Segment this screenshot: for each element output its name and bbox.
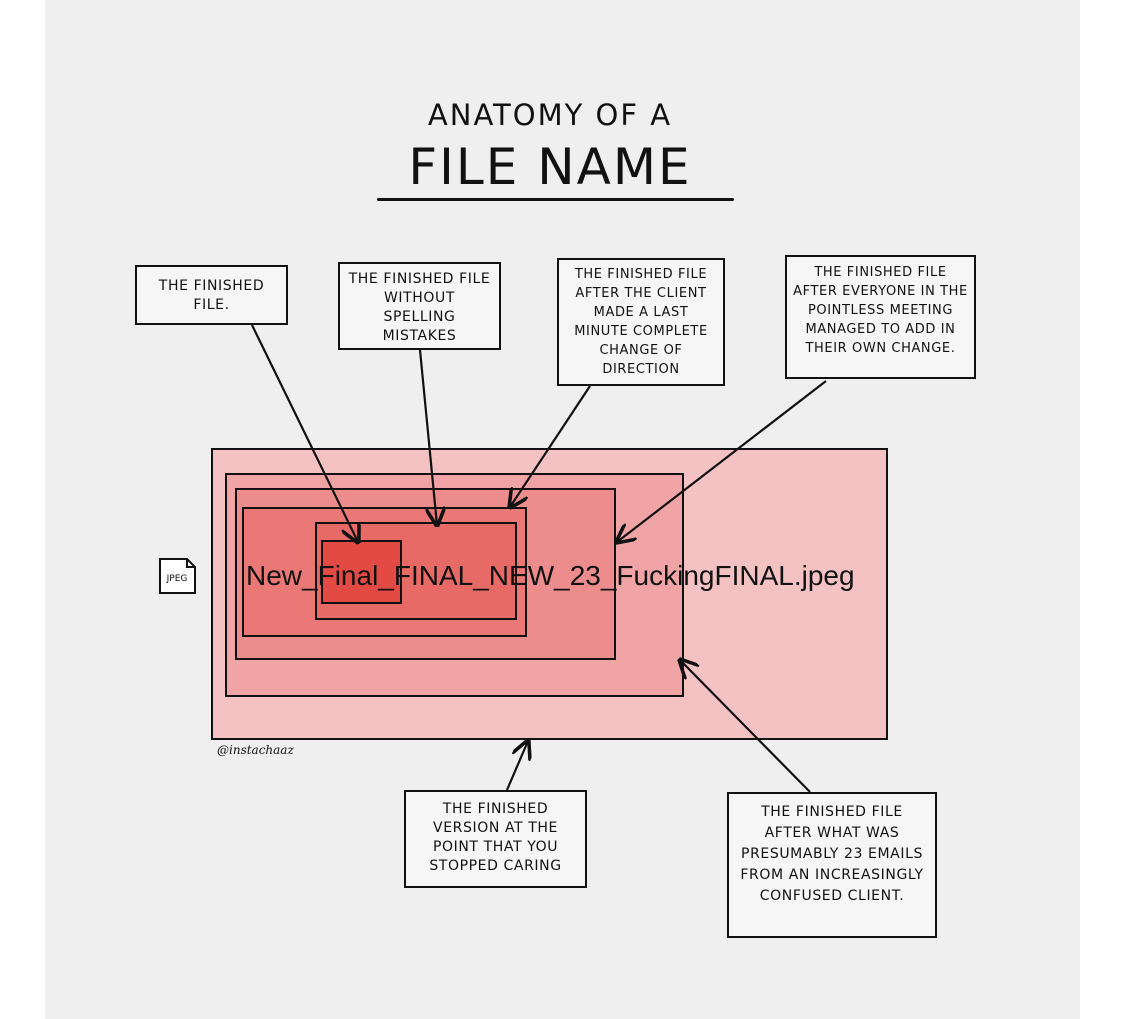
callout-finished-file: The finished file. [135,265,288,325]
arrow-no-spelling [418,349,437,525]
fn-part-fucking-final: FuckingFINAL [616,560,794,591]
jpeg-file-icon: JPEG [157,556,197,596]
arrow-emails [680,660,811,793]
fn-part-final-caps: _FINAL_ [378,560,489,591]
title-underline [377,198,734,201]
callout-emails: The finished file after what was presuma… [727,792,937,938]
arrow-pointless-meeting [617,380,827,542]
callout-change-direction: The finished file after the client made … [557,258,725,386]
fn-part-new: New_ [246,560,318,591]
title-line-2: FILE NAME [408,138,692,196]
callout-stopped-caring: The finished version at the point that y… [404,790,587,888]
arrow-finished-file [251,324,358,542]
fn-part-extension: .jpeg [793,560,855,591]
arrow-stopped-caring [505,741,528,791]
fn-part-new-caps: NEW_ [488,560,570,591]
callout-no-spelling: The finished file without spelling mista… [338,262,501,350]
fn-part-final: Final [317,560,379,591]
layer-inner [321,540,402,604]
credit: @instachaaz [217,743,294,757]
file-name: New_Final_FINAL_NEW_23_FuckingFINAL.jpeg [246,560,855,592]
fn-part-23: 23_ [569,560,617,591]
jpeg-icon-label: JPEG [166,574,188,584]
title-line-1: ANATOMY OF A [427,98,673,132]
callout-pointless-meeting: The finished file after everyone in the … [785,255,976,379]
arrow-change-direction [510,385,591,507]
